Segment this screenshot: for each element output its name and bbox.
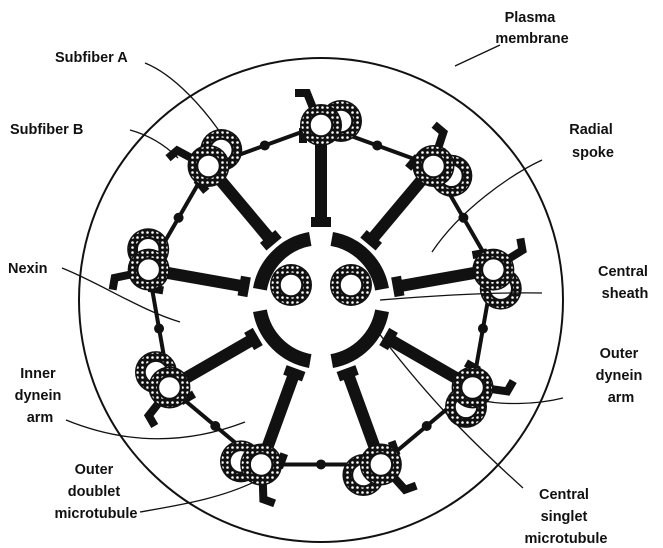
- leader-subfiber-a: [145, 63, 222, 135]
- spoke-head: [285, 370, 304, 377]
- label-outer-dynein-arm: Outer dynein arm: [596, 346, 647, 406]
- subfiber-a: [148, 367, 190, 409]
- label-outer-doublet-microtubule: Outer doublet microtubule: [55, 462, 138, 522]
- subfiber-a: [412, 145, 454, 187]
- nexin-bead: [174, 213, 184, 223]
- label-inner-dynein-arm: Inner dynein arm: [15, 366, 66, 426]
- subfiber-a-lumen: [370, 453, 392, 475]
- nexin-bead: [210, 421, 220, 431]
- nexin-bead: [478, 324, 488, 334]
- central-apparatus: [260, 239, 382, 361]
- central-singlet-left-lumen: [280, 274, 302, 296]
- subfiber-a-lumen: [310, 114, 332, 136]
- radial-spoke: [400, 272, 479, 286]
- spoke-head: [338, 370, 357, 377]
- central-sheath: [260, 311, 310, 361]
- subfiber-a: [300, 104, 342, 146]
- central-singlet-right-lumen: [340, 274, 362, 296]
- radial-spoke: [218, 177, 269, 238]
- central-sheath: [332, 311, 382, 361]
- nexin-bead: [316, 459, 326, 469]
- label-plasma-membrane: Plasma membrane: [495, 10, 568, 47]
- radial-spoke: [182, 340, 251, 380]
- spoke-head: [242, 277, 245, 297]
- leader-outer-doublet: [140, 478, 262, 512]
- central-singlet-right: [330, 264, 372, 306]
- radial-spoke: [372, 177, 423, 238]
- nexin-bead: [154, 324, 164, 334]
- label-central-sheath: Central sheath: [598, 264, 652, 302]
- label-subfiber-b: Subfiber B: [10, 122, 83, 138]
- subfiber-a: [188, 145, 230, 187]
- subfiber-a-lumen: [158, 377, 180, 399]
- subfiber-a-lumen: [422, 155, 444, 177]
- central-singlet-left: [270, 264, 312, 306]
- subfiber-a-lumen: [138, 259, 160, 281]
- radial-spoke: [163, 272, 242, 286]
- label-nexin: Nexin: [8, 261, 48, 277]
- subfiber-a-lumen: [250, 453, 272, 475]
- subfiber-a: [360, 443, 402, 485]
- subfiber-a-lumen: [482, 259, 504, 281]
- subfiber-a: [452, 367, 494, 409]
- label-radial-spoke: Radial spoke: [569, 122, 617, 161]
- nexin-bead: [372, 140, 382, 150]
- label-subfiber-a: Subfiber A: [55, 50, 128, 66]
- subfiber-a-lumen: [198, 155, 220, 177]
- subfiber-a: [472, 249, 514, 291]
- subfiber-a: [128, 249, 170, 291]
- leader-outer-dynein-arm: [480, 398, 563, 404]
- subfiber-a-lumen: [462, 377, 484, 399]
- nexin-bead: [422, 421, 432, 431]
- label-central-singlet-microtubule: Central singlet microtubule: [525, 487, 608, 547]
- radial-spoke: [348, 375, 375, 450]
- spoke-head: [396, 277, 399, 297]
- nexin-bead: [260, 140, 270, 150]
- radial-spoke: [266, 375, 293, 450]
- leader-plasma-membrane: [455, 45, 500, 66]
